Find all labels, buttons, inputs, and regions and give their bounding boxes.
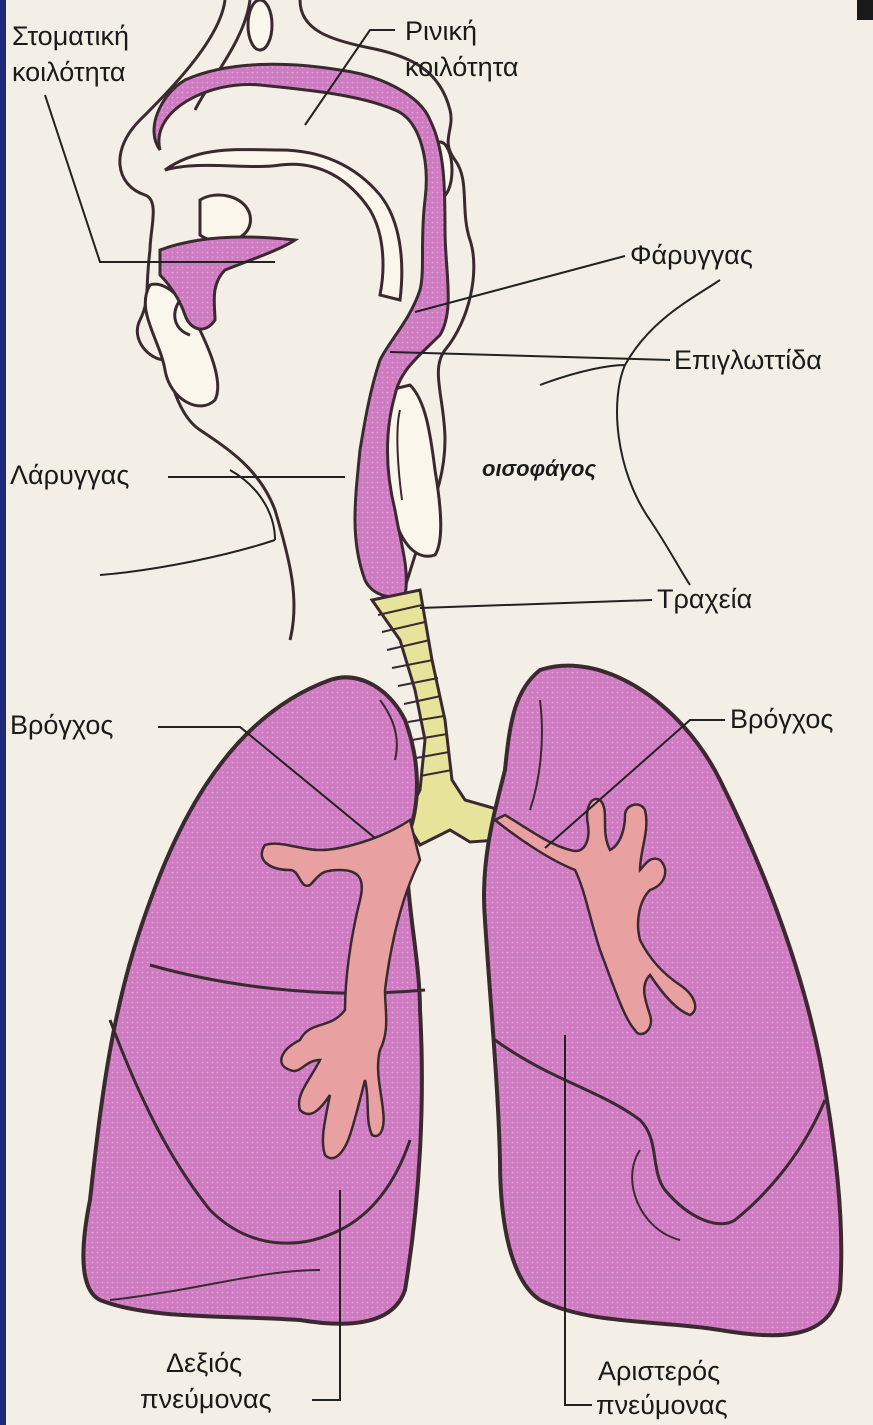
label-epiglottis-text: Επιγλωττίδα <box>674 345 822 375</box>
corner-mark <box>857 0 873 20</box>
label-left-lung-line2: πνεύμονας <box>596 1390 728 1420</box>
label-right-lung-line1: Δεξιός <box>166 1348 242 1378</box>
frame-border <box>0 0 6 1425</box>
label-oral-cavity-line1: Στοματική <box>12 21 129 51</box>
label-esophagus: οισοφάγος <box>482 456 596 481</box>
label-esophagus-text: οισοφάγος <box>482 456 596 481</box>
label-nasal-cavity-line1: Ρινική <box>405 16 477 46</box>
label-trachea-text: Τραχεία <box>657 584 752 614</box>
label-right-lung-line2: πνεύμονας <box>140 1384 272 1414</box>
label-larynx-text: Λάρυγγας <box>10 460 129 490</box>
label-bronchus-left-text: Βρόγχος <box>10 710 113 740</box>
label-oral-cavity-line2: κοιλότητα <box>12 57 125 87</box>
label-bronchus-right-text: Βρόγχος <box>730 704 833 734</box>
label-pharynx-text: Φάρυγγας <box>630 240 753 270</box>
label-left-lung-line1: Αριστερός <box>598 1356 720 1386</box>
label-nasal-cavity-line2: κοιλότητα <box>405 52 518 82</box>
